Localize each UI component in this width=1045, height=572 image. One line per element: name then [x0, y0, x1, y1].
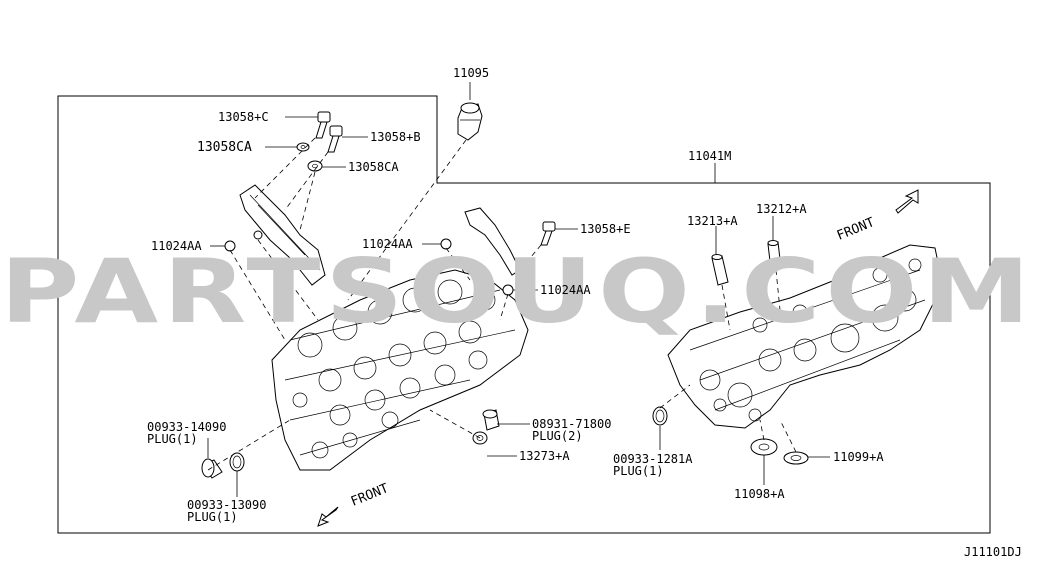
part-13212-a[interactable]	[767, 240, 782, 271]
label-11024aa-a[interactable]: 11024AA	[151, 239, 202, 253]
washer-11098-a[interactable]	[750, 438, 778, 456]
left-cylinder-head[interactable]	[271, 269, 529, 471]
plug-00933-13090[interactable]	[229, 452, 245, 472]
label-13058-b[interactable]: 13058+B	[370, 130, 421, 144]
timing-chain-guide-bracket[interactable]	[239, 184, 326, 286]
label-00933-1281a-plug: PLUG(1)	[613, 464, 664, 478]
label-13058-e[interactable]: 13058+E	[580, 222, 631, 236]
front-arrow-left: FRONT	[317, 481, 391, 527]
label-08931-71800-plug: PLUG(2)	[532, 429, 583, 443]
label-11095[interactable]: 11095	[453, 66, 489, 80]
front-arrow-right: FRONT	[835, 189, 919, 244]
plug-00933-1281a[interactable]	[652, 406, 668, 426]
part-11095[interactable]	[457, 102, 483, 141]
label-13058ca-b[interactable]: 13058CA	[348, 160, 399, 174]
assembly-dashed-lines	[207, 137, 797, 471]
label-13058-c[interactable]: 13058+C	[218, 110, 269, 124]
label-13213-a[interactable]: 13213+A	[687, 214, 738, 228]
label-11098-a[interactable]: 11098+A	[734, 487, 785, 501]
plug-00933-14090[interactable]	[201, 458, 223, 479]
label-00933-14090[interactable]: 00933-14090	[147, 420, 226, 434]
assembly-boundary-frame	[57, 95, 991, 534]
washer-13058ca-b[interactable]	[307, 160, 323, 172]
plug-08931-71800[interactable]	[482, 409, 500, 431]
washer-13058ca-a[interactable]	[296, 142, 310, 152]
diagram-code: J11101DJ	[964, 545, 1022, 559]
label-00933-14090-plug: PLUG(1)	[147, 432, 198, 446]
bolt-13058-b[interactable]	[327, 125, 343, 153]
label-00933-13090[interactable]: 00933-13090	[187, 498, 266, 512]
label-00933-1281a[interactable]: 00933-1281A	[613, 452, 693, 466]
bolt-13058-e[interactable]	[540, 221, 556, 246]
label-13212-a[interactable]: 13212+A	[756, 202, 807, 216]
label-11024aa-b[interactable]: 11024AA	[362, 237, 413, 251]
bolt-13058-c[interactable]	[315, 111, 331, 139]
front-label-left: FRONT	[349, 481, 391, 510]
label-11099-a[interactable]: 11099+A	[833, 450, 884, 464]
part-13213-a[interactable]	[711, 254, 729, 286]
bracket-center[interactable]	[464, 207, 521, 276]
label-08931-71800[interactable]: 08931-71800	[532, 417, 611, 431]
label-11041m[interactable]: 11041M	[688, 149, 731, 163]
label-13058ca-a[interactable]: 13058CA	[197, 140, 252, 155]
label-13273-a[interactable]: 13273+A	[519, 449, 570, 463]
seal-11099-a[interactable]	[783, 451, 809, 465]
label-00933-13090-plug: PLUG(1)	[187, 510, 238, 524]
watermark: PARTSOUQ.COM	[0, 240, 1035, 343]
label-11024aa-c[interactable]: 11024AA	[540, 283, 591, 297]
part-labels: 11095 13058+C 13058+B 13058CA 13058CA 11…	[147, 66, 884, 524]
right-cylinder-head[interactable]	[667, 244, 941, 429]
leader-lines	[207, 82, 830, 497]
